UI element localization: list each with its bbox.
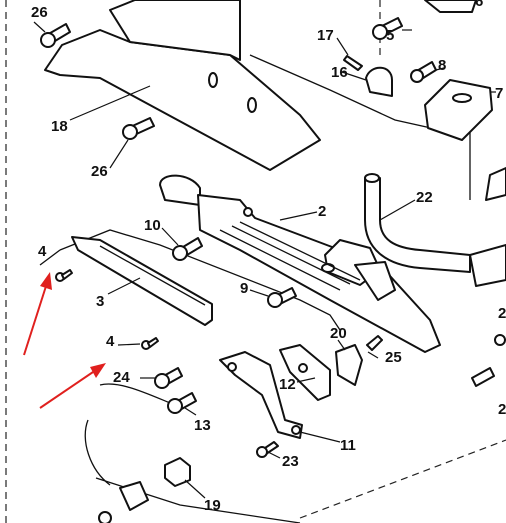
callout-11: 11: [340, 437, 356, 454]
callout-4-lower: 4: [106, 333, 115, 350]
callout-6: 6: [475, 0, 483, 10]
cable-outline: [84, 383, 176, 486]
callout-5: 5: [386, 27, 394, 44]
callout-25: 25: [385, 349, 402, 366]
screw-23: [256, 441, 279, 458]
red-arrow-to-lower-screw-4: [39, 363, 106, 409]
callout-18: 18: [51, 118, 68, 135]
callout-10: 10: [144, 217, 161, 234]
screw-24: [154, 367, 183, 389]
right-dashed-boundary: [299, 439, 506, 519]
callout-24: 24: [113, 369, 130, 386]
screw-8: [410, 61, 437, 83]
red-arrow-to-upper-screw-4: [23, 272, 52, 356]
callout-22: 22: [416, 189, 433, 206]
part-3-plate: [71, 236, 213, 326]
callout-13: 13: [194, 417, 211, 434]
screw-4-upper: [55, 269, 73, 282]
screw-25: [366, 335, 383, 351]
part-11-lever: [219, 351, 303, 439]
screw-26-top: [40, 23, 71, 48]
screw-5: [372, 17, 403, 40]
base-plate-outline: [39, 54, 471, 523]
callout-3: 3: [96, 293, 104, 310]
right-edge-screws: [471, 334, 506, 387]
part-12-plate: [279, 344, 331, 401]
callout-16: 16: [331, 64, 348, 81]
screw-13: [167, 392, 197, 414]
callout-19: 19: [204, 497, 221, 514]
screw-4-lower: [141, 337, 159, 350]
clamp-16: [365, 66, 393, 97]
callout-12: 12: [279, 376, 296, 393]
part-18-bracket: [44, 0, 321, 171]
callout-4-upper: 4: [38, 243, 47, 260]
bracket-6: [424, 0, 477, 13]
part-19-clip: [164, 457, 191, 487]
callout-20: 20: [330, 325, 347, 342]
callout-2-right-edge-lower: 2: [498, 401, 506, 418]
plate-7: [424, 79, 493, 141]
screw-26-lower: [122, 117, 155, 140]
screw-10: [172, 237, 203, 261]
callout-17: 17: [317, 27, 334, 44]
callout-2-right-edge: 2: [498, 305, 506, 322]
callout-2: 2: [318, 203, 326, 220]
callout-23: 23: [282, 453, 299, 470]
callout-26-top: 26: [31, 4, 48, 21]
part-20-latch: [335, 344, 363, 386]
part-2-carriage-assembly: [159, 174, 441, 353]
callout-8: 8: [438, 57, 446, 74]
screw-17: [343, 55, 363, 71]
tube-22: [364, 173, 471, 273]
right-bracket-fragment: [469, 167, 506, 287]
callout-9: 9: [240, 280, 248, 297]
leader-lines: [33, 21, 496, 499]
callout-26-lower: 26: [91, 163, 108, 180]
cable-end-connector: [98, 481, 149, 523]
callout-7: 7: [495, 85, 503, 102]
screw-9: [267, 287, 297, 308]
